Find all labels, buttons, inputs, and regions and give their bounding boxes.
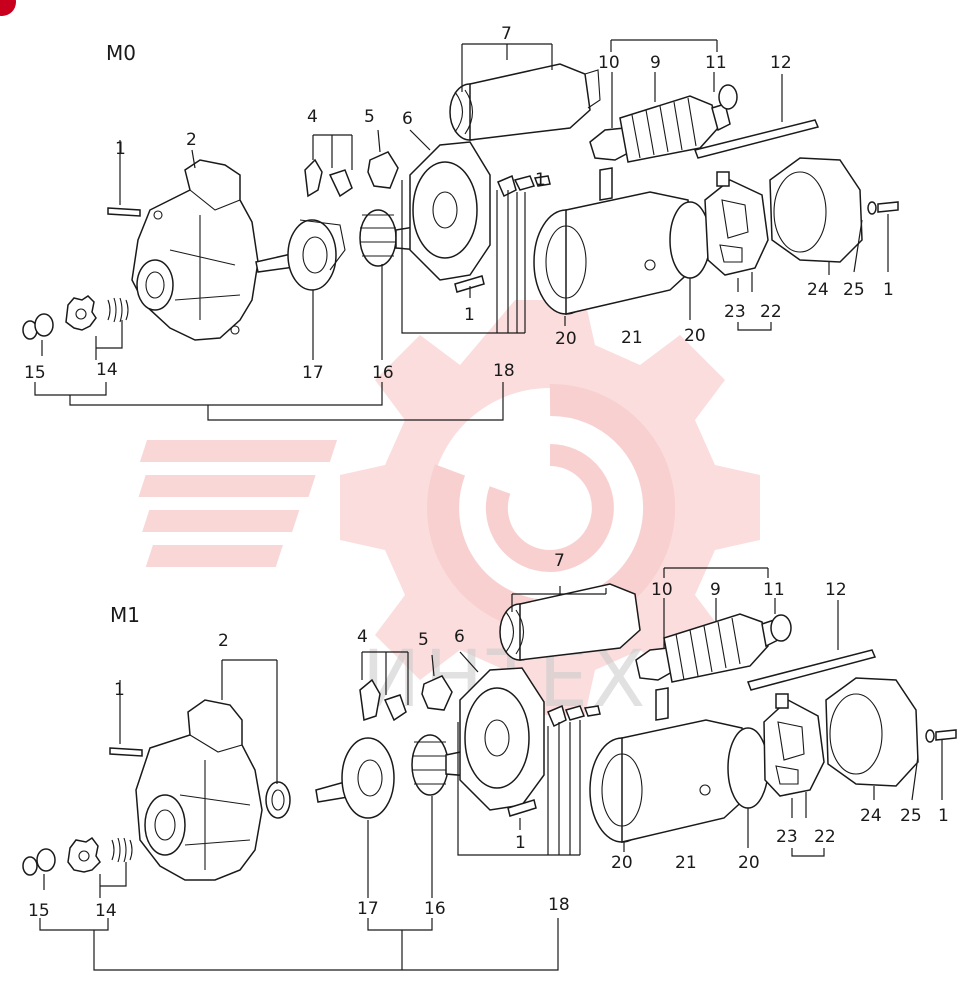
part-label: 20 — [684, 326, 706, 346]
m0-part-labels: 1 2 4 5 6 7 10 9 11 12 1 1 15 14 17 16 1… — [24, 24, 894, 383]
part-label: 20 — [738, 853, 760, 873]
diagram-title: M1 — [110, 603, 140, 627]
m1-leader-lines — [39, 567, 943, 971]
part-label: 15 — [28, 901, 50, 921]
part-label: 1 — [535, 170, 546, 190]
part-label: 23 — [776, 827, 798, 847]
diagram-title: M0 — [106, 41, 136, 65]
part-label: 1 — [115, 139, 126, 159]
part-label: 20 — [611, 853, 633, 873]
diagram-m0: M0 — [22, 24, 899, 421]
part-label: 17 — [302, 363, 324, 383]
part-label: 12 — [825, 580, 847, 600]
part-label: 16 — [424, 899, 446, 919]
part-label: 12 — [770, 53, 792, 73]
part-label: 1 — [515, 833, 526, 853]
part-label: 24 — [860, 806, 882, 826]
part-label: 21 — [621, 328, 643, 348]
part-label: 20 — [555, 329, 577, 349]
part-label: 1 — [464, 305, 475, 325]
m1-parts — [22, 583, 957, 881]
part-label: 23 — [724, 302, 746, 322]
part-label: 18 — [548, 895, 570, 915]
part-label: 18 — [493, 361, 515, 381]
part-label: 14 — [96, 360, 118, 380]
m0-parts — [22, 63, 899, 341]
part-label: 6 — [454, 627, 465, 647]
part-label: 7 — [554, 551, 565, 571]
part-label: 5 — [364, 107, 375, 127]
part-label: 4 — [357, 627, 368, 647]
part-label: 6 — [402, 109, 413, 129]
part-label: 2 — [218, 631, 229, 651]
part-label: 11 — [705, 53, 727, 73]
m0-leader-lines — [34, 39, 889, 421]
part-label: 14 — [95, 901, 117, 921]
part-label: 9 — [710, 580, 721, 600]
part-label: 7 — [501, 24, 512, 44]
part-label: 21 — [675, 853, 697, 873]
part-label: 15 — [24, 363, 46, 383]
part-label: 10 — [651, 580, 673, 600]
part-label: 2 — [186, 130, 197, 150]
part-label: 5 — [418, 630, 429, 650]
corner-badge — [0, 0, 16, 16]
part-label: 25 — [843, 280, 865, 300]
part-label: 22 — [814, 827, 836, 847]
part-label: 9 — [650, 53, 661, 73]
part-label: 11 — [763, 580, 785, 600]
part-label: 24 — [807, 280, 829, 300]
part-label: 22 — [760, 302, 782, 322]
m1-part-labels: 1 2 4 5 6 7 10 9 11 12 1 15 14 17 16 18 … — [28, 551, 949, 921]
part-label: 1 — [883, 280, 894, 300]
part-label: 4 — [307, 107, 318, 127]
part-label: 10 — [598, 53, 620, 73]
part-label: 1 — [938, 806, 949, 826]
watermark-logo — [138, 300, 760, 715]
part-label: 17 — [357, 899, 379, 919]
part-label: 25 — [900, 806, 922, 826]
part-label: 1 — [114, 680, 125, 700]
part-label: 16 — [372, 363, 394, 383]
diagram-m1: M1 — [22, 551, 957, 971]
